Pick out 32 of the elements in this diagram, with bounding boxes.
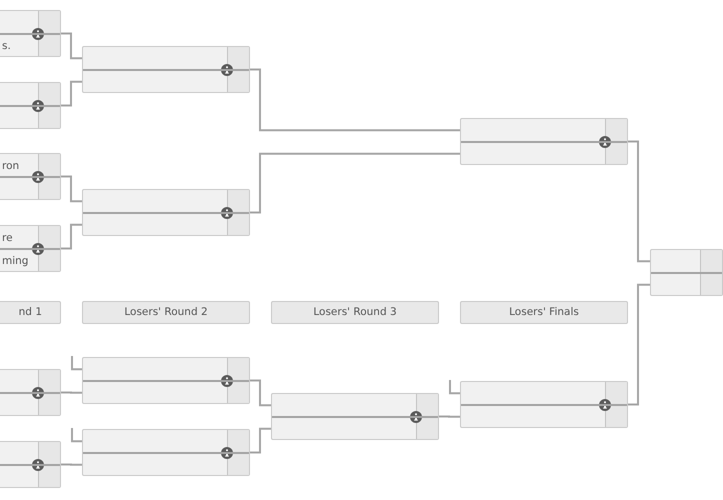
bracket-connector: [250, 380, 271, 406]
round-header: Losers' Round 2: [82, 301, 250, 324]
bracket-connector: [439, 416, 460, 418]
bracket-connector: [628, 284, 650, 406]
bracket-connector: [61, 392, 82, 394]
match-box: [82, 46, 250, 93]
bracket-connector: [61, 32, 82, 60]
round-header: Losers' Finals: [460, 301, 628, 324]
bracket-connector: [449, 380, 460, 394]
team-name: ron: [2, 159, 20, 173]
team-name: ming: [2, 254, 28, 268]
bracket-connector: [61, 80, 82, 106]
bracket-connector: [61, 464, 82, 466]
match-box: [82, 357, 250, 404]
bracket-connector: [61, 224, 82, 250]
bracket-connector: [250, 68, 460, 132]
bracket-connector: [71, 428, 82, 442]
bracket-connector: [71, 356, 82, 370]
match-box: [460, 118, 628, 165]
match-box: [82, 429, 250, 476]
team-name: s.: [2, 39, 11, 53]
match-box: [460, 381, 628, 428]
match-box: [650, 249, 723, 296]
bracket-connector: [61, 176, 82, 202]
match-box: [271, 393, 439, 440]
bracket-connector: [250, 152, 460, 214]
bracket-connector: [628, 140, 650, 262]
team-name: re: [2, 231, 13, 245]
round-header: nd 1: [0, 301, 61, 324]
match-box: [82, 189, 250, 236]
round-header: Losers' Round 3: [271, 301, 439, 324]
bracket-connector: [250, 428, 271, 454]
